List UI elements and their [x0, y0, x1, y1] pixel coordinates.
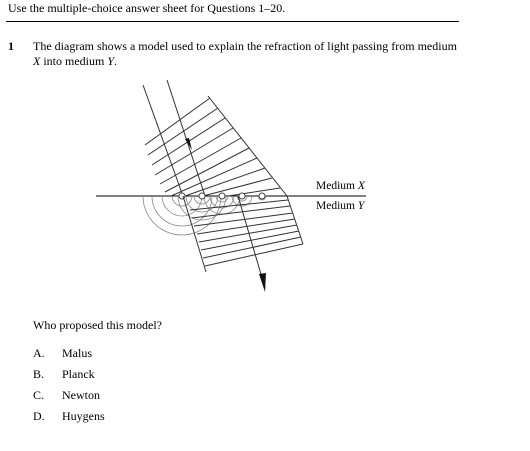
- refracted-beam-left-edge: [182, 195, 207, 273]
- refracted-beam-right-edge: [286, 195, 304, 245]
- incident-ray: [166, 79, 206, 197]
- stem-medium-y: Y: [107, 54, 115, 68]
- header-divider: [6, 21, 459, 22]
- option-letter: B.: [33, 367, 45, 381]
- incident-ray-arrow: [185, 138, 192, 150]
- incident-beam-right-edge: [207, 95, 288, 197]
- option-letter: C.: [33, 388, 45, 402]
- option-text: Newton: [62, 388, 100, 402]
- option-letter: D.: [33, 409, 45, 423]
- refracted-ray-arrow: [259, 273, 266, 292]
- refracted-ray: [237, 195, 266, 289]
- option-letter: A.: [33, 346, 45, 360]
- label-medium-x: Medium X: [316, 180, 365, 192]
- option-text: Planck: [62, 367, 95, 381]
- question-number: 1: [8, 39, 14, 53]
- wavelet-sources: [178, 192, 266, 200]
- option-text: Huygens: [62, 409, 105, 423]
- question-stem: The diagram shows a model used to explai…: [33, 39, 457, 68]
- stem-medium-x: X: [33, 54, 41, 68]
- instruction-text: Use the multiple-choice answer sheet for…: [8, 1, 286, 15]
- incident-beam-left-edge: [142, 84, 184, 197]
- label-medium-y: Medium Y: [316, 200, 365, 212]
- refracted-wavefronts: [189, 199, 304, 267]
- option-text: Malus: [62, 346, 92, 360]
- stem-line-1: The diagram shows a model used to explai…: [33, 39, 457, 53]
- question-prompt: Who proposed this model?: [33, 318, 162, 332]
